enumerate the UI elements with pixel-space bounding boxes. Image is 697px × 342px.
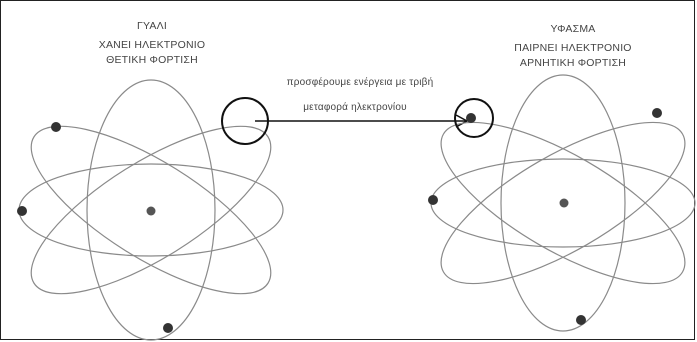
right-orbit-diagonal-b — [440, 121, 686, 285]
energy-label: προσφέρουμε ενέργεια με τριβή — [286, 77, 434, 88]
right-atom-title: ΥΦΑΣΜΑ — [550, 23, 596, 35]
left-atom-line2: ΘΕΤΙΚΗ ΦΟΡΤΙΣΗ — [106, 54, 198, 66]
transfer-arrow — [255, 114, 469, 128]
left-nucleus — [146, 206, 156, 216]
right-electron-highlight-circle — [454, 98, 494, 138]
right-electron-bottom — [576, 315, 586, 325]
right-nucleus — [559, 198, 569, 208]
left-electron-left — [17, 206, 27, 216]
right-electron-left — [428, 195, 438, 205]
left-electron-bottom — [163, 323, 173, 333]
right-atom — [430, 74, 696, 332]
right-orbit-diagonal-a — [440, 121, 686, 285]
left-atom-line1: ΧΑΝΕΙ ΗΛΕΚΤΡΟΝΙΟ — [98, 39, 206, 51]
transfer-label: μεταφορά ηλεκτρονίου — [303, 102, 407, 113]
right-electron-received — [466, 113, 476, 123]
right-atom-line2: ΑΡΝΗΤΙΚΗ ΦΟΡΤΙΣΗ — [519, 57, 627, 69]
left-orbit-diagonal-b — [30, 125, 272, 295]
right-electron-top-right — [652, 108, 662, 118]
left-electron-top — [51, 122, 61, 132]
left-orbit-diagonal-a — [30, 125, 272, 295]
right-orbit-vertical — [500, 74, 626, 332]
left-atom-title: ΓΥΑΛΙ — [137, 20, 167, 32]
right-atom-line1: ΠΑΙΡΝΕΙ ΗΛΕΚΤΡΟΝΙΟ — [514, 42, 632, 54]
left-orbit-vertical — [86, 79, 216, 341]
